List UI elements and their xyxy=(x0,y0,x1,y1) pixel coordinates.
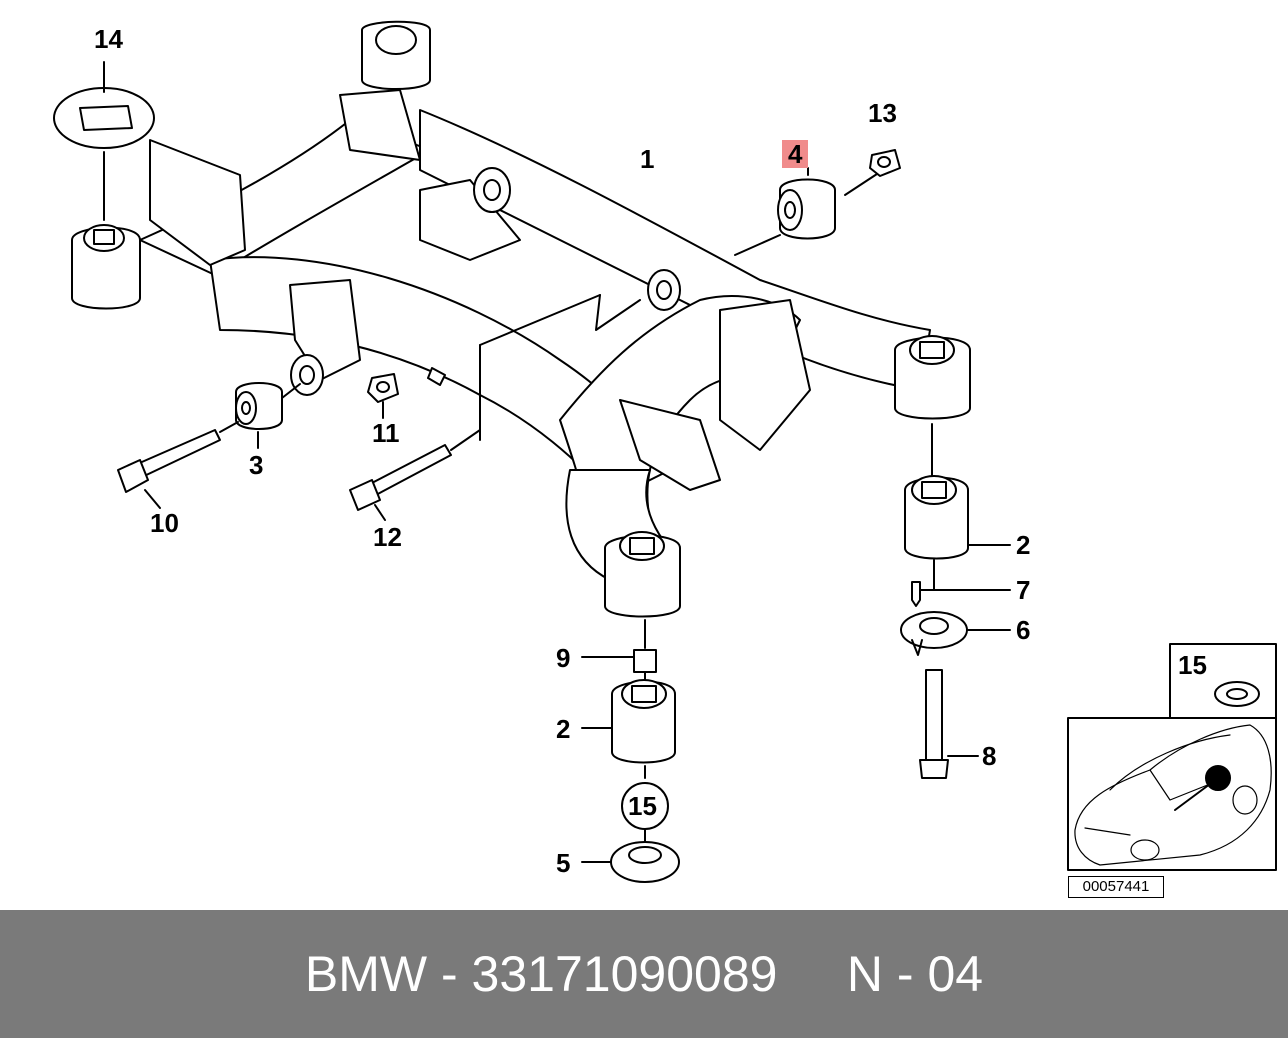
callout-14: 14 xyxy=(94,24,123,54)
footer-bar: BMW - 33171090089 N - 04 xyxy=(0,910,1288,1038)
callout-12: 12 xyxy=(373,522,402,552)
part-2-bushing-right xyxy=(904,475,969,560)
part-3-bushing xyxy=(235,382,283,430)
callout-5: 5 xyxy=(556,848,571,878)
part-15-washer xyxy=(1214,681,1260,707)
callout-3: 3 xyxy=(249,450,264,480)
callout-15-circled: 15 xyxy=(628,791,657,821)
callout-4-highlighted: 4 xyxy=(782,140,809,168)
footer-position: N - 04 xyxy=(846,946,984,1002)
diagram-reference-number: 00057441 xyxy=(1068,876,1164,898)
parts-diagram-drawing xyxy=(53,20,1277,883)
callout-1: 1 xyxy=(640,144,655,174)
callout-9: 9 xyxy=(556,643,571,673)
inset-part-15-box xyxy=(1169,643,1277,719)
callout-10: 10 xyxy=(150,508,179,538)
callout-7: 7 xyxy=(1016,575,1031,605)
part-11-nut xyxy=(367,373,399,403)
part-7-pin xyxy=(911,581,921,607)
parts-diagram: 14 13 4 1 3 10 11 12 2 7 6 9 2 8 15 5 15… xyxy=(53,20,1277,898)
part-9-sleeve xyxy=(633,649,657,673)
footer-part-number: 33171090089 xyxy=(471,946,778,1002)
location-marker-icon xyxy=(1205,765,1231,791)
part-13-nut xyxy=(869,149,901,177)
car-silhouette-icon xyxy=(1074,724,1272,866)
rear-axle-carrier xyxy=(71,20,971,618)
part-5-cap xyxy=(610,841,680,883)
part-2-bushing-center xyxy=(611,679,676,764)
callout-15-inset: 15 xyxy=(1178,650,1207,680)
footer-gap xyxy=(777,945,846,1003)
callout-8: 8 xyxy=(982,741,997,771)
callout-2-center: 2 xyxy=(556,714,571,744)
callout-11: 11 xyxy=(372,418,400,448)
part-14-washer xyxy=(53,87,155,149)
part-6-plate xyxy=(900,611,968,656)
callout-6: 6 xyxy=(1016,615,1031,645)
part-8-bolt xyxy=(919,669,949,779)
footer-separator: - xyxy=(427,946,472,1002)
callout-13: 13 xyxy=(868,98,897,128)
part-12-bolt xyxy=(349,444,452,511)
footer-brand: BMW xyxy=(304,946,428,1002)
part-4-bushing xyxy=(777,178,836,240)
part-10-bolt xyxy=(117,429,221,493)
inset-car-box xyxy=(1067,717,1277,871)
callout-2-right: 2 xyxy=(1016,530,1031,560)
